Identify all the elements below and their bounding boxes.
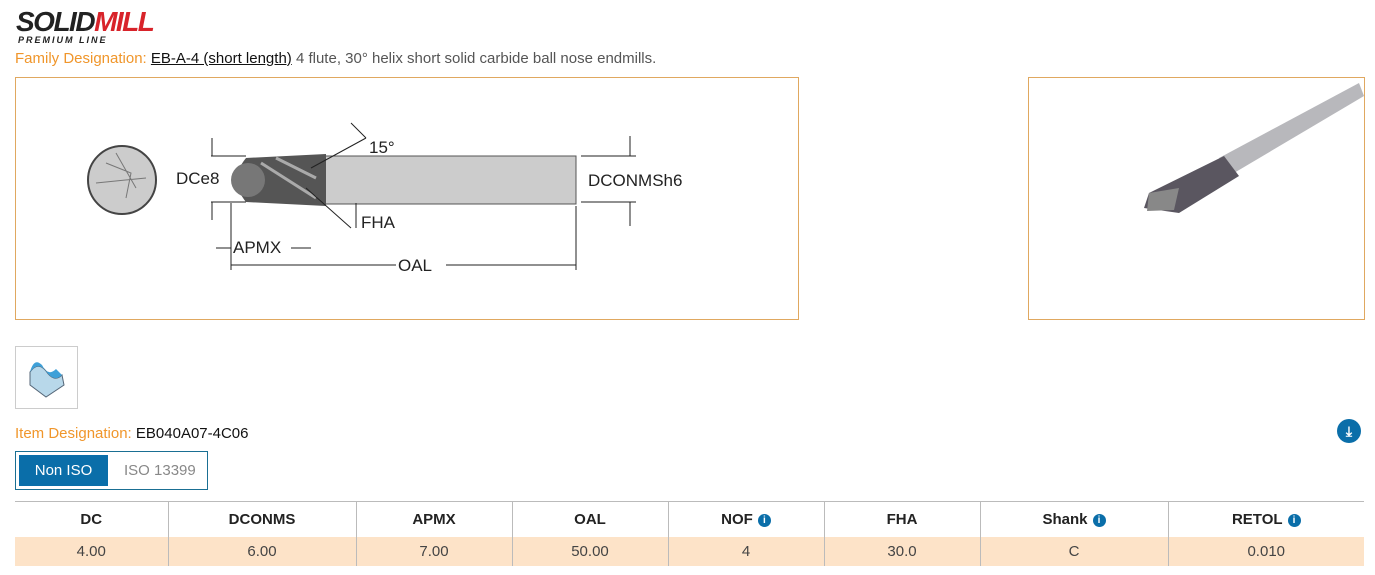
header-apmx: APMX bbox=[355, 501, 512, 537]
tool-photo bbox=[1028, 77, 1365, 320]
solidmill-logo: SOLIDMILL PREMIUM LINE bbox=[16, 6, 155, 45]
apmx-label: APMX bbox=[233, 238, 281, 257]
info-icon[interactable]: i bbox=[1287, 514, 1301, 527]
application-icon[interactable] bbox=[15, 346, 78, 409]
info-icon[interactable]: i bbox=[1092, 514, 1106, 527]
family-label: Family Designation: bbox=[15, 50, 147, 67]
cell-retol: 0.010 bbox=[1167, 537, 1364, 566]
header-dc: DC bbox=[15, 501, 168, 537]
item-designation: Item Designation: EB040A07-4C06 bbox=[15, 425, 249, 442]
header-dconms: DCONMS bbox=[167, 501, 356, 537]
tab-iso-13399[interactable]: ISO 13399 bbox=[124, 462, 196, 479]
cell-shank: C bbox=[979, 537, 1168, 566]
cell-oal: 50.00 bbox=[511, 537, 668, 566]
family-designation: Family Designation: EB-A-4 (short length… bbox=[15, 50, 656, 67]
cell-dc: 4.00 bbox=[15, 537, 168, 566]
family-description: 4 flute, 30° helix short solid carbide b… bbox=[295, 50, 657, 67]
family-link[interactable]: EB-A-4 (short length) bbox=[150, 50, 292, 67]
oal-label: OAL bbox=[398, 256, 432, 275]
fha-label: FHA bbox=[361, 213, 396, 232]
angle-label: 15° bbox=[369, 138, 395, 157]
standard-toggle: Non ISO ISO 13399 bbox=[15, 451, 208, 490]
download-icon[interactable]: ⤓ bbox=[1337, 419, 1361, 443]
header-oal: OAL bbox=[511, 501, 668, 537]
dconms-label: DCONMSh6 bbox=[588, 171, 682, 190]
table-row: 4.00 6.00 7.00 50.00 4 30.0 C 0.010 bbox=[15, 537, 1364, 566]
tool-dimension-diagram: 15° DCe8 DCONMSh6 FHA APMX OAL bbox=[15, 77, 799, 320]
header-fha: FHA bbox=[823, 501, 980, 537]
cell-apmx: 7.00 bbox=[355, 537, 512, 566]
item-label: Item Designation: bbox=[15, 425, 132, 442]
item-value: EB040A07-4C06 bbox=[135, 425, 249, 442]
cell-fha: 30.0 bbox=[823, 537, 980, 566]
tab-non-iso[interactable]: Non ISO bbox=[19, 455, 108, 486]
cell-dconms: 6.00 bbox=[167, 537, 356, 566]
cell-nof: 4 bbox=[667, 537, 824, 566]
dc-label: DCe8 bbox=[176, 169, 219, 188]
info-icon[interactable]: i bbox=[757, 514, 771, 527]
